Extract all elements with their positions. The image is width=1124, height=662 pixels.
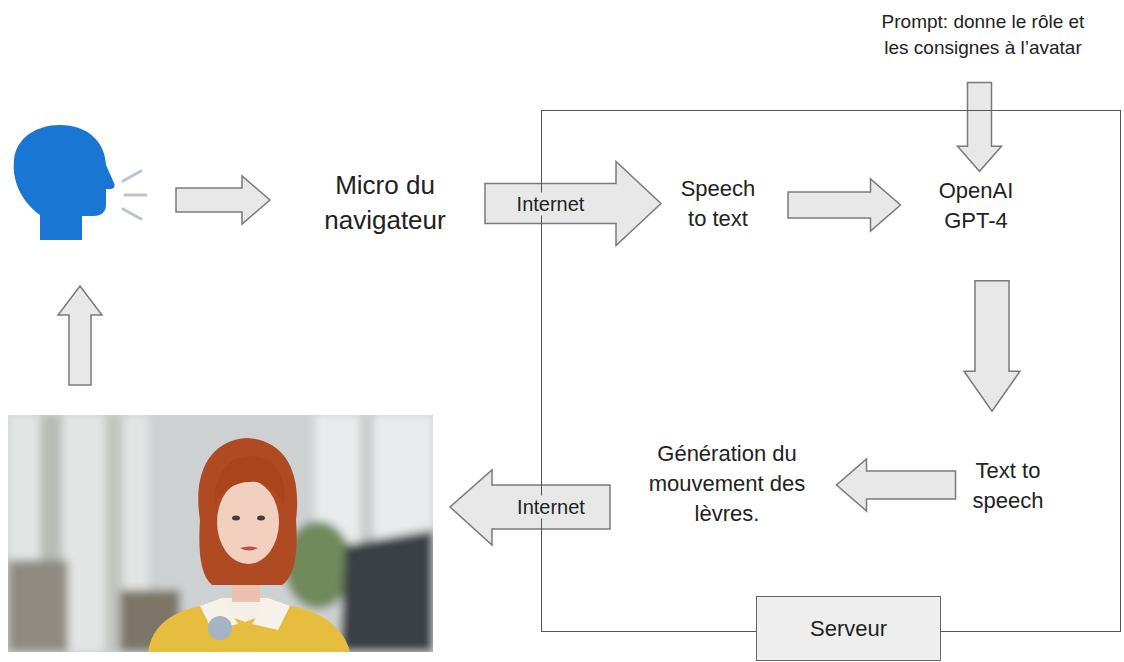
step-text: Micro du navigateur	[310, 168, 460, 238]
speaker-head-icon	[14, 125, 115, 240]
server-frame: ServeurSpeech to textOpenAI GPT-4Text to…	[541, 110, 1121, 632]
process-label: Prompt: donne le rôle et les consignes à…	[871, 9, 1095, 60]
step-text: Speech to text	[673, 174, 763, 233]
block-arrow	[788, 179, 901, 231]
block-arrow	[837, 459, 956, 511]
process-label: Text to speech	[966, 456, 1051, 515]
block-arrow	[485, 162, 661, 246]
block-arrow	[176, 176, 270, 224]
block-arrow	[964, 281, 1020, 412]
sound-lines	[123, 171, 146, 219]
avatar-photo	[8, 415, 433, 652]
process-label: OpenAI GPT-4	[929, 176, 1024, 235]
process-label: Génération du mouvement des lèvres.	[640, 439, 815, 528]
process-label: Micro du navigateur	[310, 168, 460, 238]
edge-label: Internet	[514, 192, 588, 215]
block-arrow	[450, 470, 610, 545]
block-arrow	[58, 286, 102, 385]
block-arrow	[958, 83, 1002, 172]
server-label: Serveur	[756, 596, 941, 661]
step-text: Génération du mouvement des lèvres.	[640, 439, 815, 528]
process-label: Speech to text	[673, 174, 763, 233]
arrow-label: Internet	[514, 496, 588, 519]
step-text: OpenAI GPT-4	[929, 176, 1024, 235]
step-text: Prompt: donne le rôle et les consignes à…	[871, 9, 1095, 60]
step-text: Text to speech	[966, 456, 1051, 515]
